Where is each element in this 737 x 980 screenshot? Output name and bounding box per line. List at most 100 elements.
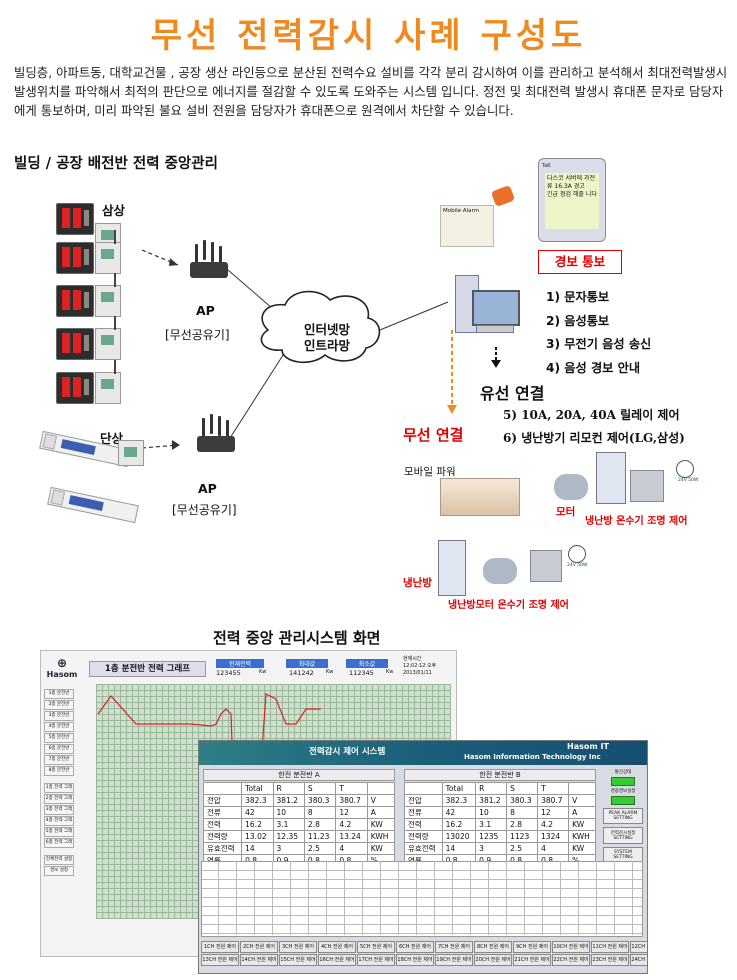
control-brand: Hasom Information Technology Inc — [464, 753, 601, 761]
current-power-label: 현재전력 — [216, 659, 264, 668]
table-cell: 3.1 — [475, 818, 508, 831]
status-led — [611, 777, 635, 786]
channel-control-button[interactable]: 13CH 전원 제어 — [201, 954, 239, 966]
table-cell: 유효전력 — [202, 842, 243, 855]
diagram-lines — [141, 249, 501, 450]
table-header: T — [537, 782, 570, 795]
table-header — [404, 782, 443, 795]
channel-control-button[interactable]: 15CH 전원 제어 — [279, 954, 317, 966]
table-cell: 380.3 — [303, 794, 337, 807]
ap1-label: AP — [196, 303, 215, 318]
table-cell: 382.3 — [441, 794, 477, 807]
table-cell: 전류 — [404, 806, 443, 819]
menu-item[interactable]: 2층 분전반 — [44, 700, 74, 710]
globe-icon: ⊕ — [56, 656, 68, 670]
hvac-label: 냉난방 — [403, 577, 432, 589]
panel-a-title: 한전 분전반 A — [203, 769, 395, 781]
table-cell: 전압 — [404, 794, 443, 807]
table-cell: 16.2 — [441, 818, 477, 831]
channel-control-button[interactable]: 12CH 전원 제어 — [630, 941, 647, 953]
cloud-line1: 인터넷망 — [303, 322, 350, 337]
menu-item[interactable]: 4층 분전반 — [44, 722, 74, 732]
ap2-sublabel: [무선공유기] — [172, 503, 237, 517]
table-cell: 3 — [272, 842, 305, 855]
current-power-unit: Kw — [259, 669, 267, 675]
lamp-rating-label: 24V 50W — [678, 478, 699, 483]
channel-control-button[interactable]: 5CH 전원 제어 — [357, 941, 395, 953]
menu-item[interactable]: 8층 분전반 — [44, 766, 74, 776]
alert-notify-box: 경보 통보 — [538, 250, 622, 274]
hvac-unit-icon — [596, 452, 626, 504]
table-cell: 4.2 — [537, 818, 570, 831]
water-heater-icon — [530, 550, 562, 582]
peak-alarm-button[interactable]: PEAK ALARM SETTING — [603, 808, 643, 824]
table-cell: 유효전력 — [404, 842, 443, 855]
channel-control-button[interactable]: 1CH 전원 제어 — [201, 941, 239, 953]
table-cell: 13020 — [441, 830, 477, 843]
channel-control-button[interactable]: 20CH 전원 제어 — [474, 954, 512, 966]
channel-control-button[interactable]: 3CH 전원 제어 — [279, 941, 317, 953]
menu-item[interactable]: 2층 전력 그래프 — [44, 794, 74, 804]
menu-item[interactable]: 1층 전력 그래프 — [44, 783, 74, 793]
motor-icon — [554, 474, 588, 500]
channel-control-button[interactable]: 24CH 전원 제어 — [630, 954, 647, 966]
channel-control-button[interactable]: 2CH 전원 제어 — [240, 941, 278, 953]
channel-control-button[interactable]: 18CH 전원 제어 — [396, 954, 434, 966]
channel-control-button[interactable]: 16CH 전원 제어 — [318, 954, 356, 966]
channel-control-button[interactable]: 7CH 전원 제어 — [435, 941, 473, 953]
mobile-alarm-device: Mobile Alarm — [440, 205, 494, 247]
channel-control-button[interactable]: 14CH 전원 제어 — [240, 954, 278, 966]
table-header — [568, 782, 596, 795]
channel-control-button[interactable]: 4CH 전원 제어 — [318, 941, 356, 953]
alert-item: 2) 음성통보 — [546, 313, 610, 328]
channel-control-button[interactable]: 22CH 전원 제어 — [552, 954, 590, 966]
alarm-device-label: Mobile Alarm — [443, 208, 479, 214]
time-value: 12:02:12 오후 — [403, 663, 437, 669]
table-cell: V — [568, 794, 596, 807]
page-title: 무선 전력감시 사례 구성도 — [150, 16, 587, 56]
channel-control-button[interactable]: 11CH 전원 제어 — [591, 941, 629, 953]
menu-item[interactable]: 전체전력 설정 — [44, 855, 74, 865]
graph-side-menu[interactable]: 1층 분전반 2층 분전반 3층 분전반 4층 분전반 5층 분전반 6층 분전… — [44, 689, 74, 877]
channel-control-button[interactable]: 23CH 전원 제어 — [591, 954, 629, 966]
wireless-connection-title: 무선 연결 — [403, 426, 464, 444]
phone-brand: TaK — [542, 163, 551, 169]
monitor-setting-button[interactable]: 전력감시설정 SETTING — [603, 827, 643, 844]
table-cell: 전류 — [202, 806, 243, 819]
channel-control-button[interactable]: 6CH 전원 제어 — [396, 941, 434, 953]
menu-item[interactable]: 3층 전력 그래프 — [44, 805, 74, 815]
channel-control-button[interactable]: 21CH 전원 제어 — [513, 954, 551, 966]
table-cell: 382.3 — [241, 794, 274, 807]
table-cell: KW — [366, 818, 396, 831]
table-cell: 380.3 — [506, 794, 539, 807]
menu-item[interactable]: 5층 분전반 — [44, 733, 74, 743]
table-cell: 4 — [537, 842, 570, 855]
channel-control-button[interactable]: 8CH 전원 제어 — [474, 941, 512, 953]
wired-control-list: 5) 10A, 20A, 40A 릴레이 제어 6) 냉난방기 리모컨 제어(L… — [503, 404, 685, 450]
lamp-icon — [676, 460, 694, 478]
menu-item[interactable]: 1층 분전반 — [44, 689, 74, 699]
table-cell: 380.7 — [335, 794, 368, 807]
channel-control-button[interactable]: 19CH 전원 제어 — [435, 954, 473, 966]
table-cell: 4 — [335, 842, 368, 855]
menu-item[interactable]: 7층 분전반 — [44, 755, 74, 765]
table-cell: 42 — [441, 806, 477, 819]
channel-control-button[interactable]: 17CH 전원 제어 — [357, 954, 395, 966]
control-side-buttons[interactable]: 통신상태 경광경보설정 PEAK ALARM SETTING 전력감시설정 SE… — [603, 769, 643, 866]
channel-control-button[interactable]: 10CH 전원 제어 — [552, 941, 590, 953]
menu-item[interactable]: 4층 전력 그래프 — [44, 816, 74, 826]
menu-item[interactable]: 3층 분전반 — [44, 711, 74, 721]
alert-methods-list: 1) 문자통보 2) 음성통보 3) 무전기 음성 송신 4) 음성 경보 안내 — [546, 286, 651, 380]
menu-item[interactable]: 6층 분전반 — [44, 744, 74, 754]
menu-item[interactable]: 6층 전력 그래프 — [44, 838, 74, 848]
table-header-row: Total R S T — [202, 782, 396, 795]
menu-item[interactable]: 경보 설정 — [44, 866, 74, 876]
menu-item[interactable]: 5층 전력 그래프 — [44, 827, 74, 837]
channel-control-button[interactable]: 9CH 전원 제어 — [513, 941, 551, 953]
mobile-power-label: 모바일 파워 — [404, 466, 456, 478]
